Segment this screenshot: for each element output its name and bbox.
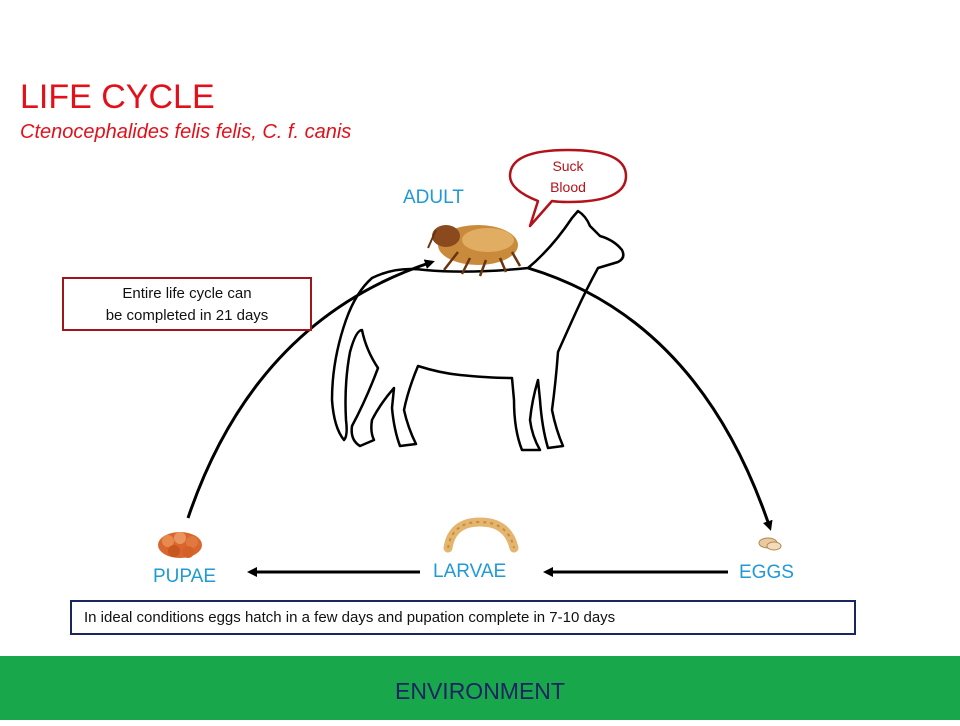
adult-flea-icon <box>427 225 522 277</box>
eggs-icon <box>758 537 782 551</box>
stage-label-larvae: LARVAE <box>433 561 507 582</box>
environment-band: ENVIRONMENT <box>0 656 960 720</box>
speech-bubble-line-2: Blood <box>550 179 586 195</box>
life-cycle-duration-box: Entire life cycle can be completed in 21… <box>62 277 312 331</box>
duration-line-2: be completed in 21 days <box>105 307 269 324</box>
arrow-adult-to-eggs <box>527 266 773 531</box>
speech-bubble-line-1: Suck <box>552 158 584 174</box>
life-cycle-diagram <box>158 148 782 577</box>
larva-icon <box>443 517 519 553</box>
stage-label-adult: ADULT <box>403 187 464 208</box>
slide-title: LIFE CYCLE <box>20 78 215 116</box>
speech-bubble-text: Suck Blood <box>532 156 604 198</box>
slide-subtitle: Ctenocephalides felis felis, C. f. canis <box>20 121 352 143</box>
conditions-note-box: In ideal conditions eggs hatch in a few … <box>70 600 856 635</box>
environment-label: ENVIRONMENT <box>395 678 565 704</box>
pupae-icon <box>158 532 202 558</box>
stage-label-eggs: EGGS <box>739 562 794 583</box>
stage-label-pupae: PUPAE <box>153 566 217 587</box>
arrow-pupae-to-adult <box>186 259 435 519</box>
speech-bubble-icon <box>508 148 628 228</box>
dog-outline-icon <box>330 209 625 452</box>
duration-line-1: Entire life cycle can <box>122 285 252 302</box>
